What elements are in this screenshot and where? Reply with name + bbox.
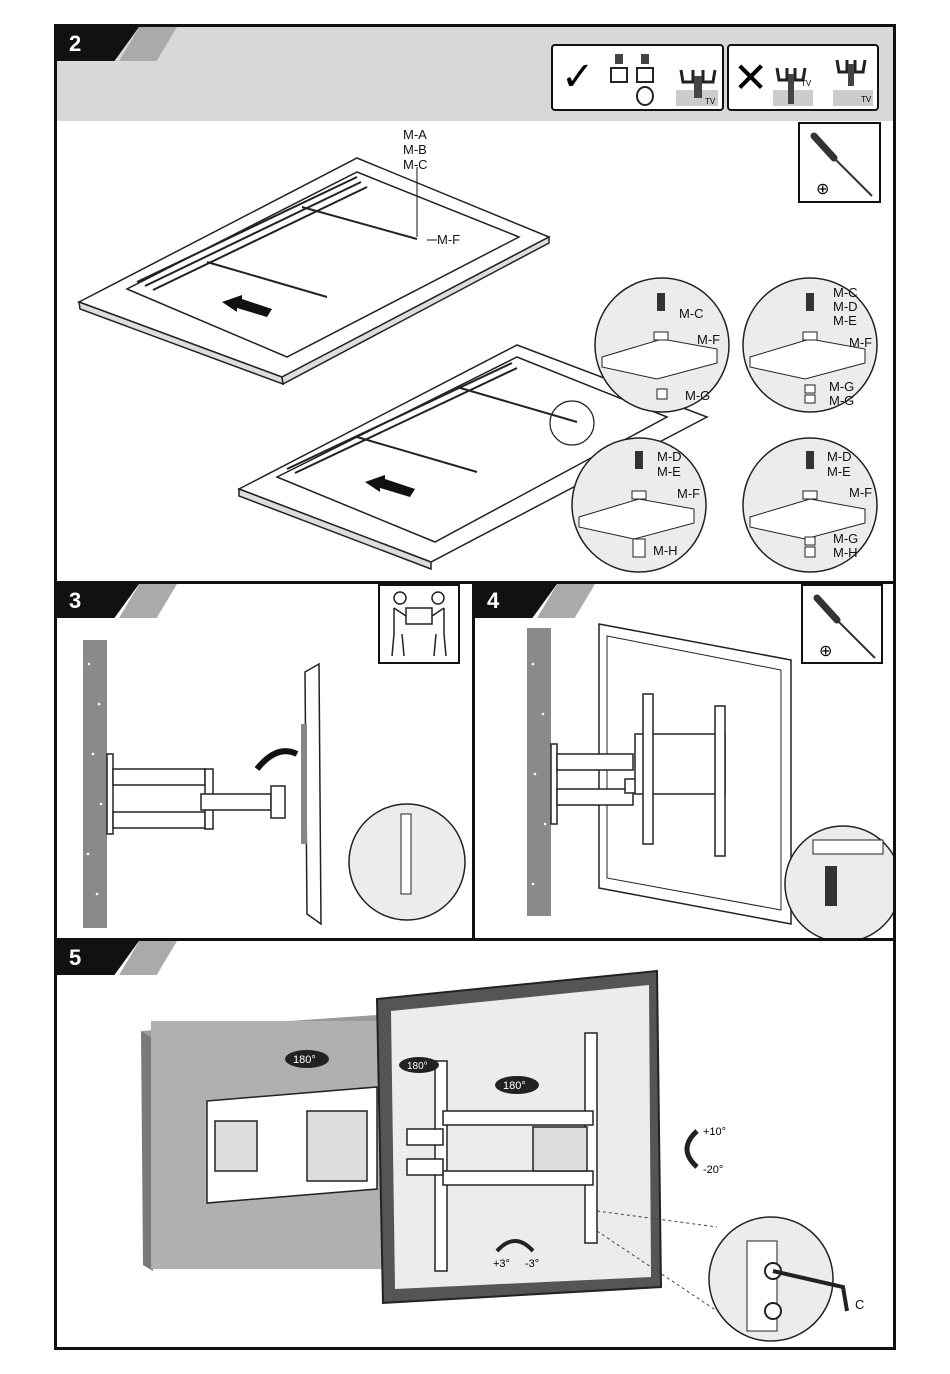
detail-2: M-C M-D M-E M-F M-G M-G	[743, 278, 877, 412]
tilt-icon: +10° -20°	[687, 1126, 726, 1176]
d2-label-mf: M-F	[849, 335, 872, 350]
rotation-arrow	[257, 751, 297, 769]
d3-label-me: M-E	[657, 464, 681, 479]
rot-tv1-label: 180°	[407, 1061, 428, 1072]
label-mf: M-F	[437, 232, 460, 247]
d4-label-me: M-E	[827, 464, 851, 479]
rot-tv2-label: 180°	[503, 1080, 526, 1092]
step-5-panel: 5 180°	[57, 941, 893, 1347]
step-4-panel: 4 ⊕	[475, 584, 893, 938]
wall-plate	[207, 1087, 377, 1203]
tv-side	[305, 664, 321, 924]
d2-label-mg1: M-G	[829, 379, 854, 394]
d1-label-mf: M-F	[697, 332, 720, 347]
step-4-illustration	[475, 584, 893, 938]
wall	[83, 640, 107, 928]
tilt-up-label: +10°	[703, 1126, 726, 1138]
label-mb: M-B	[403, 142, 427, 157]
allen-key-label: C	[855, 1297, 864, 1312]
d4-label-mh: M-H	[833, 545, 858, 560]
step-3-illustration	[57, 584, 472, 938]
rotate-tv-icon-2: 180°	[495, 1076, 539, 1094]
d3-label-md: M-D	[657, 449, 682, 464]
detail-4: M-D M-E M-F M-G M-H	[743, 438, 877, 572]
swivel-minus-label: -3°	[525, 1258, 539, 1270]
rot-wall-label: 180°	[293, 1054, 316, 1066]
d3-label-mf: M-F	[677, 486, 700, 501]
label-mc: M-C	[403, 157, 428, 172]
step-3-panel: 3	[57, 584, 472, 938]
tv-back-large	[79, 158, 549, 384]
step-2-illustration: M-A M-B M-C M-F	[57, 27, 893, 581]
detail-1: M-C M-F M-G	[595, 278, 729, 412]
d1-label-mg: M-G	[685, 388, 710, 403]
wall	[527, 628, 551, 916]
d2-label-mg2: M-G	[829, 393, 854, 408]
rotate-wall-icon: 180°	[285, 1050, 329, 1068]
label-ma: M-A	[403, 127, 427, 142]
tilt-down-label: -20°	[703, 1164, 723, 1176]
d1-label-mc: M-C	[679, 306, 704, 321]
d4-label-md: M-D	[827, 449, 852, 464]
swivel-plus-label: +3°	[493, 1258, 510, 1270]
d4-label-mf: M-F	[849, 485, 872, 500]
d2-label-mc: M-C	[833, 285, 858, 300]
step-5-illustration: 180° 180° 180° +	[57, 941, 893, 1347]
step-2-panel: 2 ✓ TV ✕ TV	[57, 27, 893, 581]
d2-label-md: M-D	[833, 299, 858, 314]
instruction-sheet: 2 ✓ TV ✕ TV	[54, 24, 896, 1350]
d3-label-mh: M-H	[653, 543, 678, 558]
detail-3: M-D M-E M-F M-H	[572, 438, 706, 572]
d4-label-mg: M-G	[833, 531, 858, 546]
d2-label-me: M-E	[833, 313, 857, 328]
rotate-tv-icon-1: 180°	[399, 1057, 439, 1073]
